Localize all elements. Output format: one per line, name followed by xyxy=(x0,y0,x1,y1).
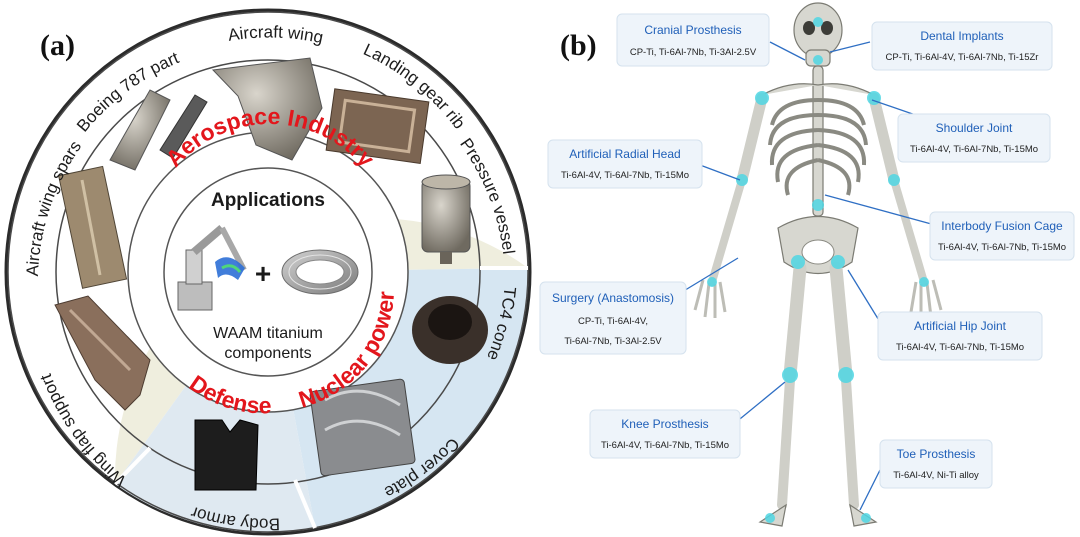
callout-title: Artificial Radial Head xyxy=(569,147,680,161)
center-line-2: components xyxy=(224,345,311,362)
pressure-vessel-image xyxy=(421,174,471,264)
arrow-cranial xyxy=(769,41,806,61)
component-images xyxy=(54,57,488,491)
callout-title: Dental Implants xyxy=(920,29,1003,43)
arrow-fusion xyxy=(824,194,936,226)
callout-detail: Ti-6Al-4V, Ti-6Al-7Nb, Ti-15Mo xyxy=(910,144,1038,155)
callout-dental-implants: Dental Implants CP-Ti, Ti-6Al-4V, Ti-6Al… xyxy=(871,21,1053,71)
panel-a-label: (a) xyxy=(40,29,75,62)
skeleton-illustration xyxy=(693,2,943,527)
cover-plate-image xyxy=(309,378,416,477)
robot-arm-icon xyxy=(177,224,247,311)
callout-detail: Ti-6Al-4V, Ti-6Al-7Nb, Ti-15Mo xyxy=(601,440,729,451)
tc4-cone-image xyxy=(412,296,488,364)
plus-sign: + xyxy=(255,258,271,289)
aircraft-wing-image xyxy=(211,57,323,161)
callout-detail: Ti-6Al-4V, Ni-Ti alloy xyxy=(893,470,979,481)
callout-title: Artificial Hip Joint xyxy=(914,319,1007,333)
implant-callouts: Cranial Prosthesis CP-Ti, Ti-6Al-7Nb, Ti… xyxy=(539,13,1075,489)
center-line-1: WAAM titanium xyxy=(213,325,323,342)
callout-detail: CP-Ti, Ti-6Al-4V, Ti-6Al-7Nb, Ti-15Zr xyxy=(886,52,1039,63)
callout-detail: CP-Ti, Ti-6Al-7Nb, Ti-3Al-2.5V xyxy=(630,47,757,58)
callout-title: Cranial Prosthesis xyxy=(644,23,741,37)
wire-coil-icon xyxy=(281,249,359,295)
body-armor-image xyxy=(194,419,259,491)
callout-shoulder-joint: Shoulder Joint Ti-6Al-4V, Ti-6Al-7Nb, Ti… xyxy=(897,113,1051,163)
callout-surgery-anastomosis: Surgery (Anastomosis) CP-Ti, Ti-6Al-4V, … xyxy=(539,281,687,355)
arrow-hip xyxy=(847,269,881,323)
boeing-787-part-image xyxy=(109,89,208,171)
callout-detail: Ti-6Al-4V, Ti-6Al-7Nb, Ti-15Mo xyxy=(561,170,689,181)
wing-flap-support-image xyxy=(54,295,151,411)
callout-title: Knee Prosthesis xyxy=(621,417,708,431)
callout-artificial-radial-head: Artificial Radial Head Ti-6Al-4V, Ti-6Al… xyxy=(547,139,703,189)
callout-detail-line-1: CP-Ti, Ti-6Al-4V, xyxy=(578,316,648,327)
callout-interbody-fusion-cage: Interbody Fusion Cage Ti-6Al-4V, Ti-6Al-… xyxy=(929,211,1075,261)
center-hub: Applications + WAAM titanium components xyxy=(177,190,359,362)
callout-artificial-hip-joint: Artificial Hip Joint Ti-6Al-4V, Ti-6Al-7… xyxy=(877,311,1043,361)
arrow-anastomosis xyxy=(681,257,739,293)
callout-title: Shoulder Joint xyxy=(936,121,1013,135)
callout-detail: Ti-6Al-4V, Ti-6Al-7Nb, Ti-15Mo xyxy=(938,242,1066,253)
landing-gear-rib-image xyxy=(325,88,430,164)
center-title: Applications xyxy=(211,190,325,211)
callout-detail: Ti-6Al-4V, Ti-6Al-7Nb, Ti-15Mo xyxy=(896,342,1024,353)
callout-title: Toe Prosthesis xyxy=(897,447,976,461)
panel-b-label: (b) xyxy=(560,29,597,62)
callout-knee-prosthesis: Knee Prosthesis Ti-6Al-4V, Ti-6Al-7Nb, T… xyxy=(589,409,741,459)
arrow-knee xyxy=(734,381,786,424)
callout-title: Surgery (Anastomosis) xyxy=(552,291,674,305)
callout-toe-prosthesis: Toe Prosthesis Ti-6Al-4V, Ni-Ti alloy xyxy=(879,439,993,489)
arrow-dental xyxy=(829,41,871,53)
aircraft-wing-spars-image xyxy=(58,165,128,289)
callout-detail-line-2: Ti-6Al-7Nb, Ti-3Al-2.5V xyxy=(564,336,662,347)
callout-title: Interbody Fusion Cage xyxy=(941,219,1063,233)
callout-cranial-prosthesis: Cranial Prosthesis CP-Ti, Ti-6Al-7Nb, Ti… xyxy=(616,13,770,67)
arrow-radial xyxy=(699,164,741,181)
